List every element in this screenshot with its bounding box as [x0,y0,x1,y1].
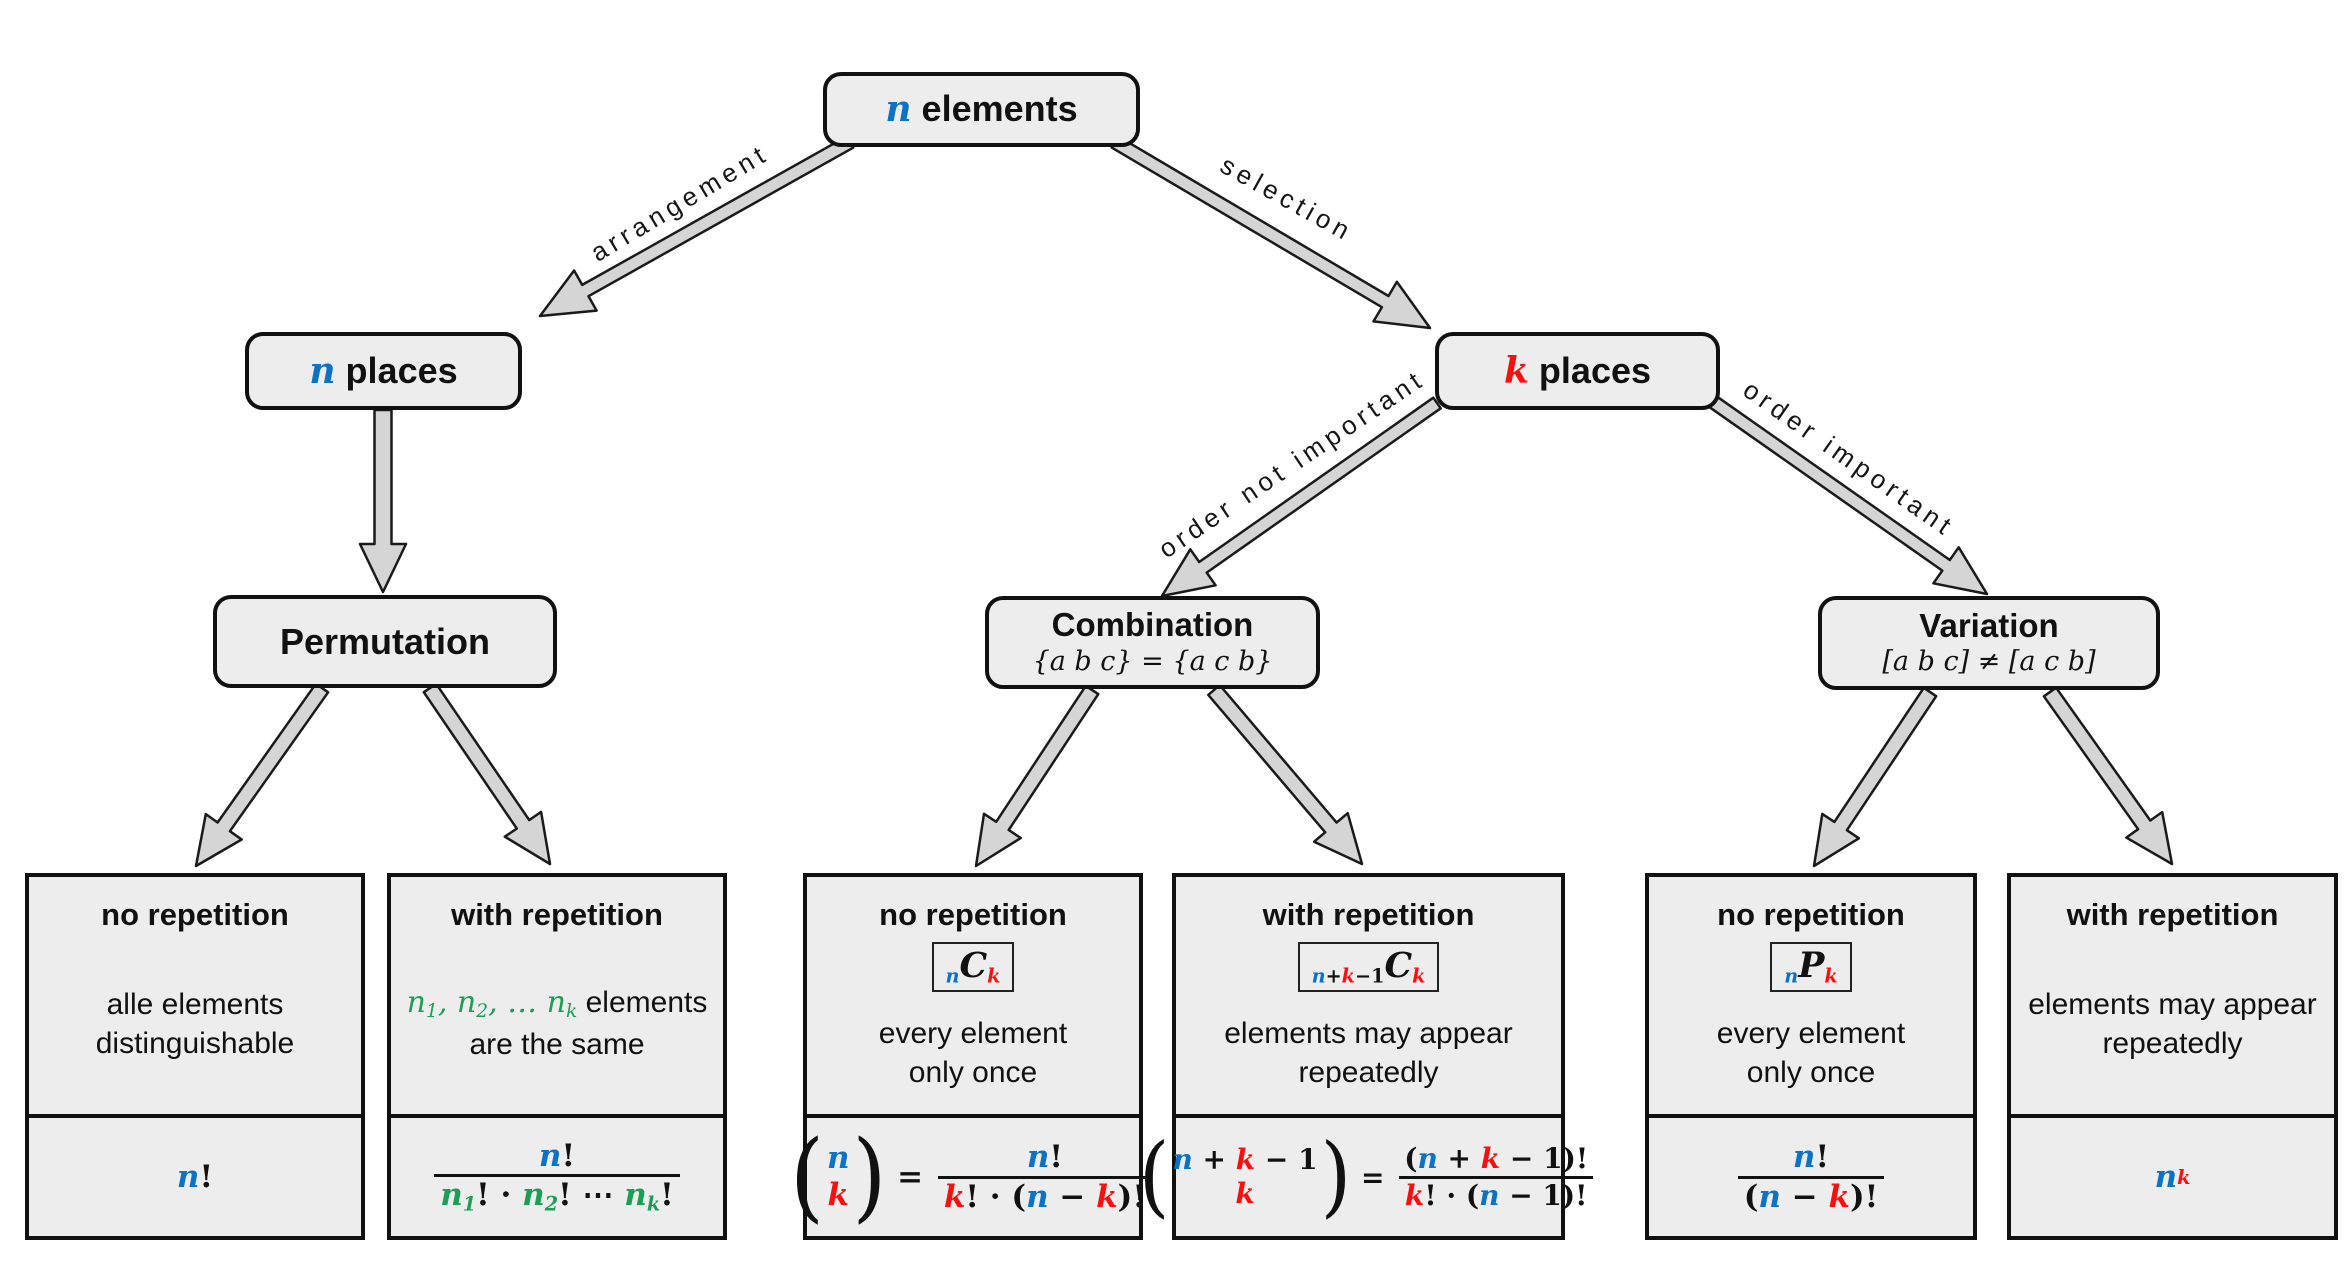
leaf-body: elements may appear repeatedly [1176,992,1561,1114]
leaf-symbol-badge: nPk [1770,942,1852,993]
leaf-body-line: every element [1716,1017,1906,1051]
leaf-body-line: elements may appear [1224,1017,1513,1051]
leaf-body-line: repeatedly [1298,1056,1439,1090]
leaf-permutation-with-repetition: with repetition n1, n2, … nk elements ar… [387,873,727,1240]
leaf-body-line: every element [878,1017,1068,1051]
node-title: k places [1503,349,1652,392]
leaf-body-line: are the same [469,1027,645,1061]
leaf-body: elements may appear repeatedly [2011,933,2334,1114]
leaf-body-line: alle elements [106,987,284,1021]
leaf-combination-no-repetition: no repetition nCk every element only onc… [790,873,1152,1240]
leaf-body: n1, n2, … nk elements are the same [391,933,723,1114]
leaf-combination-with-repetition: with repetition n+k−1Ck elements may app… [1139,873,1594,1240]
node-n-elements: n elements [823,72,1140,147]
leaf-body-line: distinguishable [95,1026,295,1060]
node-title: n places [309,349,458,392]
node-variation: Variation [a b c] ≠ [a c b] [1818,596,2160,690]
leaf-body-line: only once [908,1056,1038,1090]
leaf-permutation-no-repetition: no repetition alle elements distinguisha… [25,873,365,1240]
leaf-body: every element only once [807,992,1139,1114]
leaf-title: no repetition [879,897,1067,932]
node-combination: Combination {a b c} = {a c b} [985,596,1320,689]
node-k-places: k places [1435,332,1720,410]
leaf-body-line: elements may appear [2028,987,2317,1021]
leaf-formula: n!n1! · n2! ⋯ nk! [391,1114,723,1236]
leaf-symbol-badge: n+k−1Ck [1297,942,1440,993]
node-subtitle: {a b c} = {a c b} [1032,645,1273,677]
leaf-body-line: only once [1746,1056,1876,1090]
leaf-title: with repetition [451,897,663,932]
leaf-title: no repetition [101,897,289,932]
leaf-formula: n!(n − k)! [1649,1114,1973,1236]
node-title: Combination [1051,606,1254,644]
node-title: Permutation [279,620,491,662]
leaf-body-line: n1, n2, … nk elements [406,985,708,1023]
node-title: n elements [885,88,1078,131]
node-subtitle: [a b c] ≠ [a c b] [1882,646,2096,678]
leaf-formula: n! [29,1114,361,1236]
node-title: Variation [1919,606,2059,644]
leaf-body-line: repeatedly [2102,1026,2243,1060]
leaf-variation-no-repetition: no repetition nPk every element only onc… [1645,873,1977,1240]
leaf-title: no repetition [1717,897,1905,932]
leaf-symbol-badge: nCk [931,942,1015,993]
leaf-title: with repetition [2066,897,2279,932]
leaf-body: alle elements distinguishable [29,933,361,1114]
node-permutation: Permutation [213,595,557,688]
leaf-variation-with-repetition: with repetition elements may appear repe… [2007,873,2338,1240]
node-n-places: n places [245,332,522,410]
leaf-body: every element only once [1649,992,1973,1114]
leaf-title: with repetition [1262,897,1475,932]
